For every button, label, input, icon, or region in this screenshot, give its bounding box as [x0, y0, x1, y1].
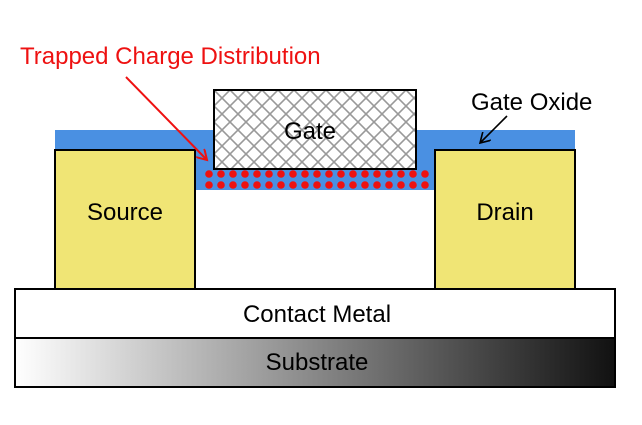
trapped-charges — [205, 170, 429, 189]
trapped-charge-dot — [301, 181, 309, 189]
trapped-charge-dot — [253, 170, 261, 178]
trapped-charge-dot — [409, 181, 417, 189]
gate-oxide-arrow — [480, 115, 508, 143]
trapped-charge-dot — [373, 181, 381, 189]
trapped-charge-title: Trapped Charge Distribution — [20, 43, 321, 70]
trapped-charge-dot — [289, 181, 297, 189]
substrate — [14, 337, 616, 388]
contact-metal-label: Contact Metal — [243, 301, 391, 328]
trapped-charge-dot — [349, 181, 357, 189]
trapped-charge-dot — [373, 170, 381, 178]
trapped-charge-dot — [361, 181, 369, 189]
trapped-charge-dot — [229, 170, 237, 178]
trapped-charge-dot — [361, 170, 369, 178]
gate-oxide-label: Gate Oxide — [471, 89, 592, 116]
trapped-charge-dot — [385, 170, 393, 178]
trapped-charge-dot — [205, 181, 213, 189]
trapped-charge-dot — [421, 181, 429, 189]
trapped-charge-dot — [337, 181, 345, 189]
trapped-charge-dot — [241, 181, 249, 189]
trapped-charge-dot — [313, 181, 321, 189]
trapped-charge-dot — [397, 170, 405, 178]
trapped-charge-dot — [253, 181, 261, 189]
drain-label: Drain — [476, 199, 533, 226]
trapped-charge-dot — [385, 181, 393, 189]
trapped-charge-dot — [217, 181, 225, 189]
trapped-charge-dot — [337, 170, 345, 178]
trapped-charge-dot — [325, 170, 333, 178]
trapped-charge-arrow — [125, 76, 207, 160]
trapped-charge-dot — [277, 170, 285, 178]
trapped-charge-dot — [289, 170, 297, 178]
gate-label: Gate — [284, 118, 336, 145]
trapped-charge-dot — [241, 170, 249, 178]
trapped-charge-dot — [205, 170, 213, 178]
contact-metal — [14, 288, 616, 339]
source-label: Source — [87, 199, 163, 226]
trapped-charge-dot — [397, 181, 405, 189]
trapped-charge-dot — [265, 170, 273, 178]
trapped-charge-dot — [349, 170, 357, 178]
gate-hatch — [213, 89, 417, 170]
trapped-charge-dot — [265, 181, 273, 189]
trapped-charge-dot — [229, 181, 237, 189]
trapped-charge-dot — [277, 181, 285, 189]
trapped-charge-dot — [409, 170, 417, 178]
substrate-label: Substrate — [266, 349, 369, 376]
trapped-charge-dot — [217, 170, 225, 178]
trapped-charge-dot — [421, 170, 429, 178]
drain-region — [434, 149, 576, 290]
trapped-charge-dot — [313, 170, 321, 178]
trapped-charge-dot — [325, 181, 333, 189]
trapped-charge-dot — [301, 170, 309, 178]
